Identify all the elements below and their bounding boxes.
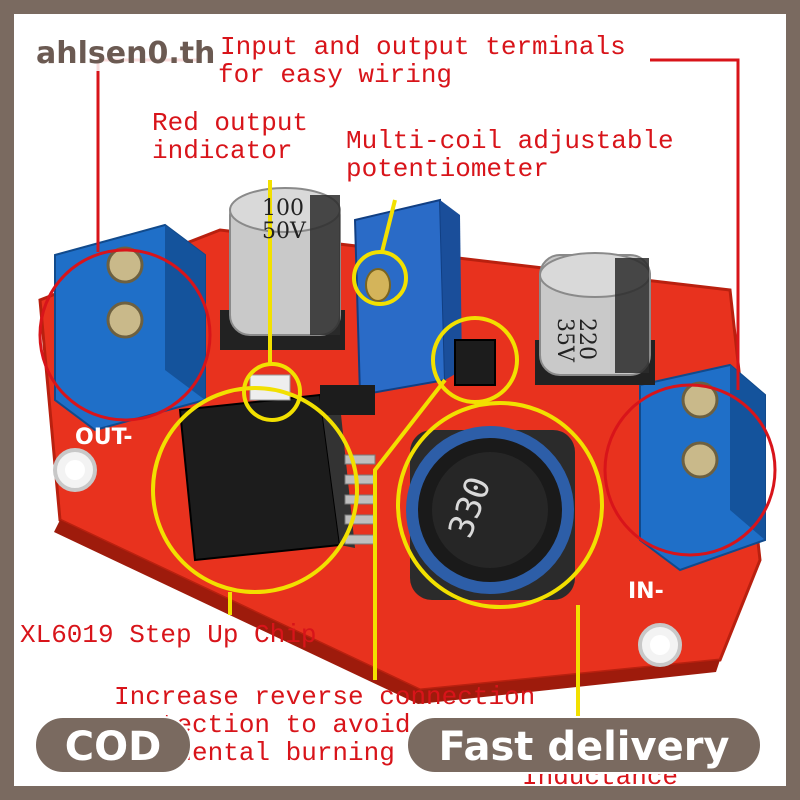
schottky-diode [454,339,496,386]
yellow-leader-lines [228,180,580,745]
inductor-330 [406,426,575,600]
output-terminal-block [54,223,206,432]
label-terminals-line2: for easy wiring [218,60,453,90]
product-image: OUT- IN- 100 50V 220 35V 330 Input and o… [14,14,786,786]
highlight-rings [38,248,777,609]
cod-badge: COD [34,716,192,774]
cap-right-value: 220 [574,318,599,360]
brand-watermark: ahlsen0.th [32,36,220,71]
label-reverse-line1: Increase reverse connection [114,682,536,712]
module-illustration: OUT- IN- 100 50V 220 35V 330 [38,58,777,745]
capacitor-220uf [535,252,655,385]
ring-input-terminal [603,383,777,557]
label-potentiometer-line2: potentiometer [346,154,549,184]
mounting-holes [53,448,682,667]
out-marking: OUT- [75,425,132,450]
label-reverse-line2: protection to avoid [114,710,411,740]
cap-left-value: 100 [262,196,304,221]
ring-inductor [396,401,604,609]
ring-chip [151,386,359,594]
ring-diode [431,316,519,404]
in-marking: IN- [628,579,664,604]
cap-right-voltage: 35V [552,318,577,363]
label-potentiometer-line1: Multi-coil adjustable [346,126,674,156]
capacitor-100uf [220,187,345,350]
cap-left-voltage: 50V [262,219,307,244]
label-terminals-line1: Input and output terminals [220,32,626,62]
potentiometer [353,198,462,397]
label-chip: XL6019 Step Up Chip [20,620,317,650]
ring-output-terminal [38,248,212,422]
label-red-indicator-line1: Red output [152,108,309,138]
fast-delivery-badge: Fast delivery [406,716,762,774]
input-terminal-block [639,363,766,572]
ring-potentiometer [352,250,408,306]
label-red-indicator-line2: indicator [152,136,293,166]
